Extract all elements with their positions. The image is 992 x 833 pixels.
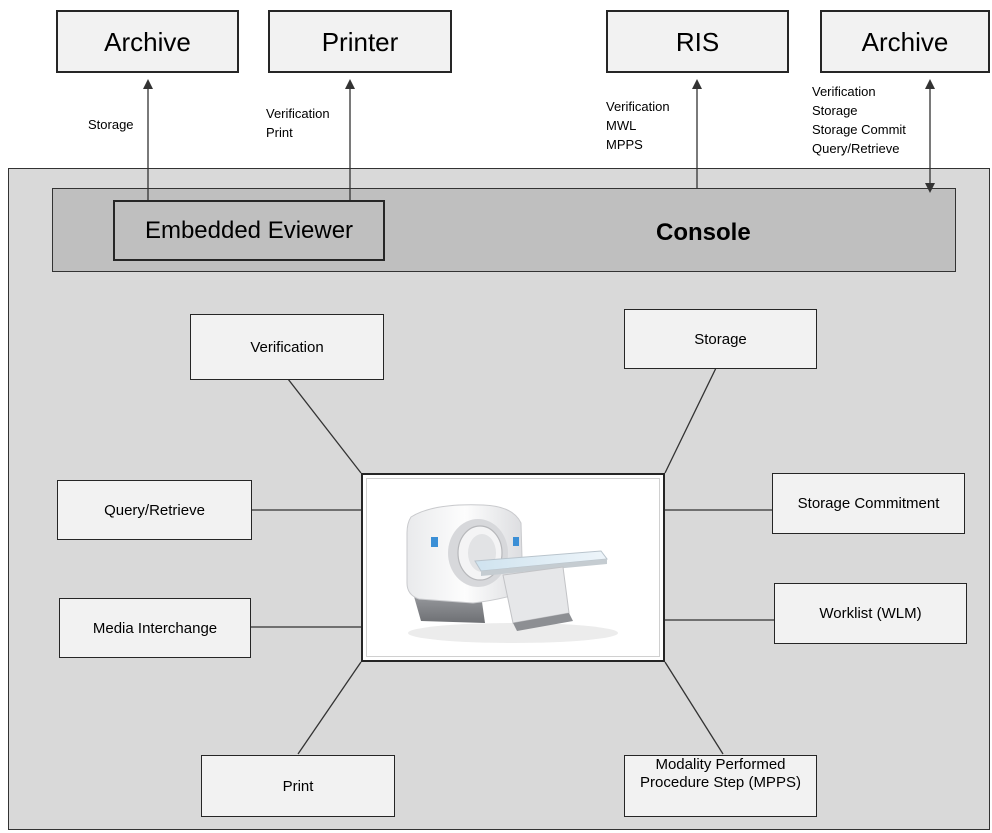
print-spoke [297, 661, 362, 755]
query-retrieve-box: Query/Retrieve [57, 480, 252, 540]
worklist-box: Worklist (WLM) [774, 583, 967, 644]
archive-right-note: Verification Storage Storage Commit Quer… [812, 84, 906, 156]
verification-spoke [287, 378, 362, 474]
storage-commitment-box: Storage Commitment [772, 473, 965, 534]
embedded-eviewer-box: Embedded Eviewer [113, 200, 385, 261]
archive-left-note: Storage [88, 117, 134, 132]
ct-scanner-icon [406, 504, 618, 643]
archive-left-box: Archive [56, 10, 239, 73]
print-box: Print [201, 755, 395, 817]
scanner-image-box [361, 473, 665, 662]
media-interchange-box: Media Interchange [59, 598, 251, 658]
printer-note: Verification Print [266, 106, 330, 140]
verification-box: Verification [190, 314, 384, 380]
mpps-spoke [664, 661, 724, 755]
archive-right-box: Archive [820, 10, 990, 73]
console-label: Console [656, 219, 751, 246]
printer-box: Printer [268, 10, 452, 73]
mpps-box: Modality Performed Procedure Step (MPPS) [624, 755, 817, 817]
storage-box: Storage [624, 309, 817, 369]
storage-spoke [664, 367, 717, 474]
ris-box: RIS [606, 10, 789, 73]
ris-note: Verification MWL MPPS [606, 99, 670, 152]
